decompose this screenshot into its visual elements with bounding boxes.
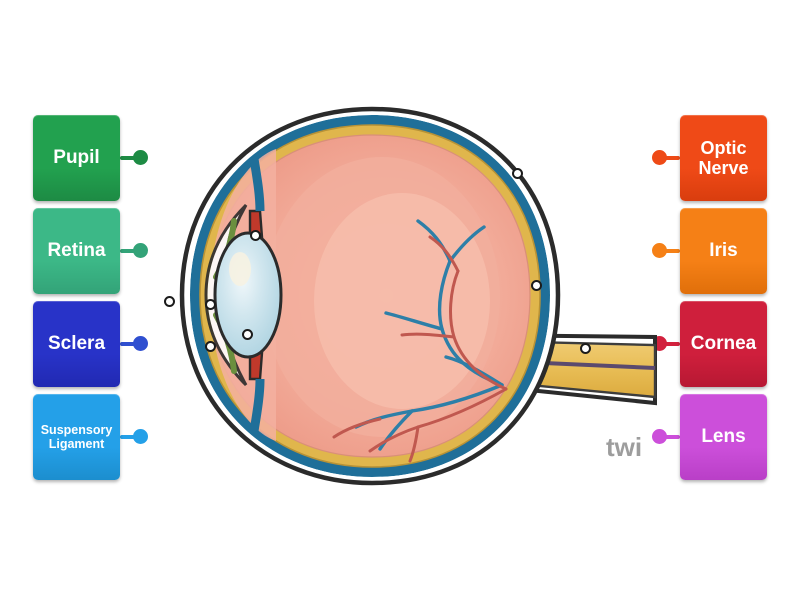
connector-dot-optic-nerve[interactable] xyxy=(652,150,667,165)
label-line-2: Nerve xyxy=(698,158,749,178)
connector-line-suspensory-ligament xyxy=(120,435,136,439)
label-text-lens: Lens xyxy=(701,426,746,448)
label-text-iris: Iris xyxy=(709,240,738,262)
marker-anterior-chamber[interactable] xyxy=(205,299,216,310)
marker-sclera-top[interactable] xyxy=(512,168,523,179)
label-card-cornea[interactable]: Cornea xyxy=(680,301,767,387)
connector-dot-retina[interactable] xyxy=(133,243,148,258)
label-text-pupil: Pupil xyxy=(53,147,100,169)
connector-dot-sclera[interactable] xyxy=(133,336,148,351)
label-card-retina[interactable]: Retina xyxy=(33,208,120,294)
label-line-1: Optic xyxy=(700,137,747,158)
label-text-retina: Retina xyxy=(47,240,106,262)
label-card-iris[interactable]: Iris xyxy=(680,208,767,294)
connector-dot-pupil[interactable] xyxy=(133,150,148,165)
marker-optic-nerve[interactable] xyxy=(580,343,591,354)
retinal-vessels xyxy=(332,219,508,463)
connector-dot-suspensory-ligament[interactable] xyxy=(133,429,148,444)
label-line-2: Ligament xyxy=(48,437,105,451)
label-card-pupil[interactable]: Pupil xyxy=(33,115,120,201)
connector-dot-iris[interactable] xyxy=(652,243,667,258)
connector-line-lens xyxy=(664,435,680,439)
label-line-1: Suspensory xyxy=(40,423,113,437)
marker-retina-back[interactable] xyxy=(531,280,542,291)
marker-lens[interactable] xyxy=(242,329,253,340)
label-text-cornea: Cornea xyxy=(690,333,757,355)
watermark-text: twi xyxy=(606,432,643,462)
connector-dot-lens[interactable] xyxy=(652,429,667,444)
label-text-sclera: Sclera xyxy=(47,333,106,355)
marker-cornea-front[interactable] xyxy=(164,296,175,307)
anterior-segment xyxy=(204,158,283,432)
connector-line-iris xyxy=(664,249,680,253)
label-card-sclera[interactable]: Sclera xyxy=(33,301,120,387)
connector-line-retina xyxy=(120,249,136,253)
label-card-lens[interactable]: Lens xyxy=(680,394,767,480)
marker-iris-top[interactable] xyxy=(250,230,261,241)
marker-suspensory-ligament[interactable] xyxy=(205,341,216,352)
connector-line-optic-nerve xyxy=(664,156,680,160)
connector-line-pupil xyxy=(120,156,136,160)
human-eye-diagram xyxy=(150,85,660,505)
connector-line-sclera xyxy=(120,342,136,346)
connector-line-cornea xyxy=(664,342,680,346)
